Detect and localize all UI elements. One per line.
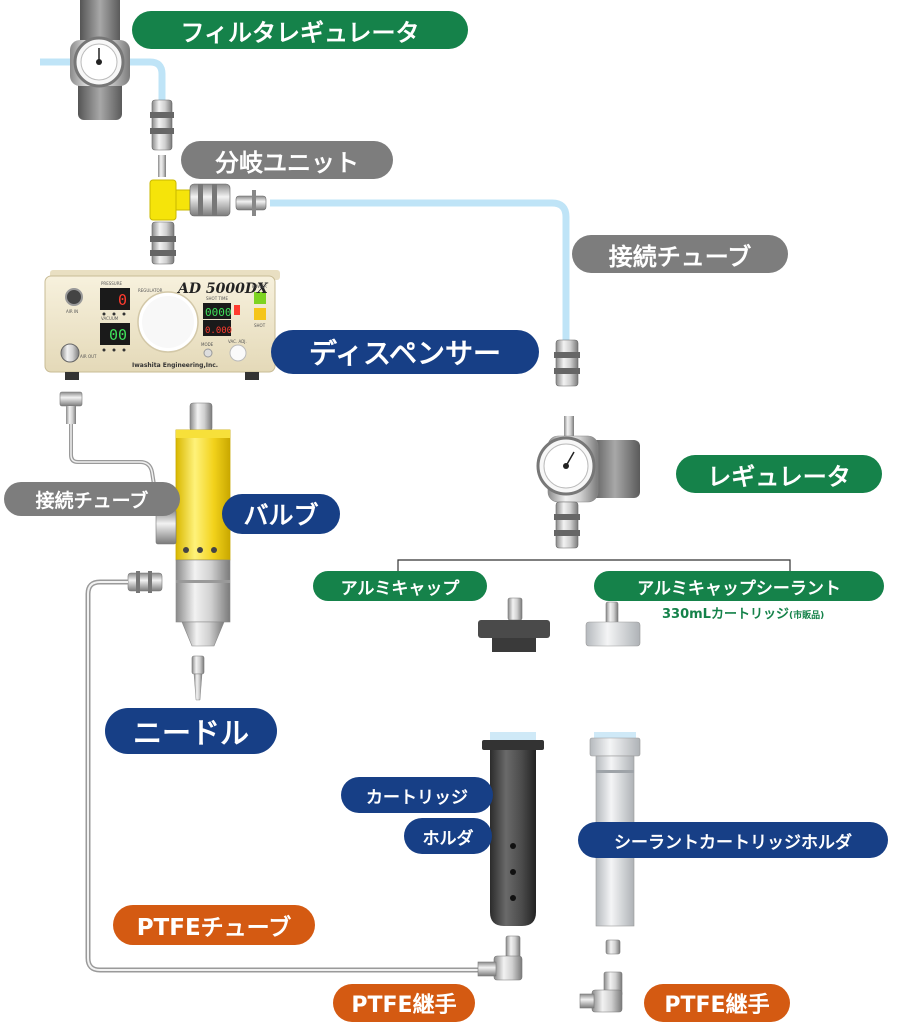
label-branch-unit-text: 分岐ユニット (215, 148, 359, 177)
valve-assembly (155, 402, 231, 647)
label-connection-tube-right-text: 接続チューブ (608, 242, 752, 271)
dispenser-pressure-value: 0 (118, 291, 127, 309)
label-connection-tube-left: 接続チューブ (4, 482, 180, 516)
dispenser-vacuum-label: VACUUM (101, 316, 119, 321)
label-cartridge-holder-line2: ホルダ (404, 818, 492, 854)
ptfe-fitting-left-part (477, 935, 523, 981)
connection-tube-left-line (59, 391, 160, 511)
label-sealant-cartridge-holder: シーラントカートリッジホルダ (578, 822, 888, 858)
dispenser-shot-time-label: SHOT TIME (206, 296, 228, 301)
label-valve: バルブ (222, 494, 340, 534)
label-cartridge-holder-line1-text: カートリッジ (366, 787, 468, 808)
air-tube-top (40, 58, 166, 100)
label-branch-unit: 分岐ユニット (181, 141, 393, 179)
dispenser-manufacturer: Iwashita Engineering,Inc. (132, 362, 218, 369)
note-cartridge-330ml: 330mLカートリッジ(市販品) (662, 603, 824, 622)
cartridge-holder-part (482, 732, 544, 926)
label-regulator: レギュレータ (676, 455, 882, 493)
dispenser-shot-label: SHOT (254, 323, 266, 328)
label-needle-text: ニードル (132, 716, 249, 750)
label-cartridge-holder-line1: カートリッジ (341, 777, 493, 813)
label-ptfe-fitting-left: PTFE継手 (333, 984, 475, 1022)
label-aluminum-cap-sealant-text: アルミキャップシーラント (637, 578, 841, 599)
branch-unit (149, 155, 267, 265)
ptfe-tube-line (85, 571, 478, 973)
aluminum-cap-sealant-part (585, 601, 641, 647)
label-aluminum-cap: アルミキャップ (313, 571, 487, 601)
label-connection-tube-left-text: 接続チューブ (35, 489, 149, 512)
label-dispenser-text: ディスペンサー (308, 337, 502, 370)
dispenser-pressure-label: PRESSURE (101, 281, 123, 286)
label-filter-regulator-text: フィルタレギュレータ (180, 18, 420, 47)
label-regulator-text: レギュレータ (707, 462, 851, 491)
dispenser-air-in-label: AIR IN (66, 309, 78, 314)
label-cartridge-holder-line2-text: ホルダ (422, 828, 474, 849)
dispenser-vac-adj-label: VAC. ADJ. (228, 339, 247, 344)
label-dispenser: ディスペンサー (271, 330, 539, 374)
dispenser-air-out-label: AIR OUT (80, 354, 97, 359)
label-ptfe-tube: PTFEチューブ (113, 905, 315, 945)
note-cartridge-330ml-text: 330mLカートリッジ (662, 607, 789, 622)
fitting-top (150, 99, 174, 151)
air-tube-right (270, 199, 570, 340)
label-aluminum-cap-text: アルミキャップ (340, 578, 460, 599)
dispenser-vacuum-value: 00 (109, 326, 127, 344)
dispenser-power-label: POWER (252, 284, 267, 289)
label-connection-tube-right: 接続チューブ (572, 235, 788, 273)
label-ptfe-fitting-right-text: PTFE継手 (664, 993, 770, 1018)
label-ptfe-fitting-right: PTFE継手 (644, 984, 790, 1022)
dispenser-unit (44, 270, 280, 380)
label-valve-text: バルブ (243, 501, 319, 530)
dispenser-mode-label: MODE (201, 342, 214, 347)
branch-bracket (397, 559, 791, 572)
label-ptfe-fitting-left-text: PTFE継手 (351, 993, 457, 1018)
filter-regulator (70, 0, 130, 120)
needle-part (191, 655, 205, 701)
label-filter-regulator: フィルタレギュレータ (132, 11, 468, 49)
dispenser-shot-time-value: 0000 (205, 306, 232, 319)
label-aluminum-cap-sealant: アルミキャップシーラント (594, 571, 884, 601)
ptfe-fitting-right-part (579, 939, 623, 1013)
aluminum-cap-part (478, 597, 550, 652)
note-cartridge-small-text: (市販品) (788, 611, 825, 621)
label-needle: ニードル (105, 708, 277, 754)
label-ptfe-tube-text: PTFEチューブ (136, 915, 292, 941)
label-sealant-cartridge-holder-text: シーラントカートリッジホルダ (614, 832, 852, 853)
dispenser-regulator-label: REGULATOR (138, 288, 163, 293)
regulator-device (536, 339, 640, 549)
dispenser-model-text: AD 5000DX (176, 281, 269, 297)
dispenser-counter-value: 0.000 (205, 326, 232, 336)
